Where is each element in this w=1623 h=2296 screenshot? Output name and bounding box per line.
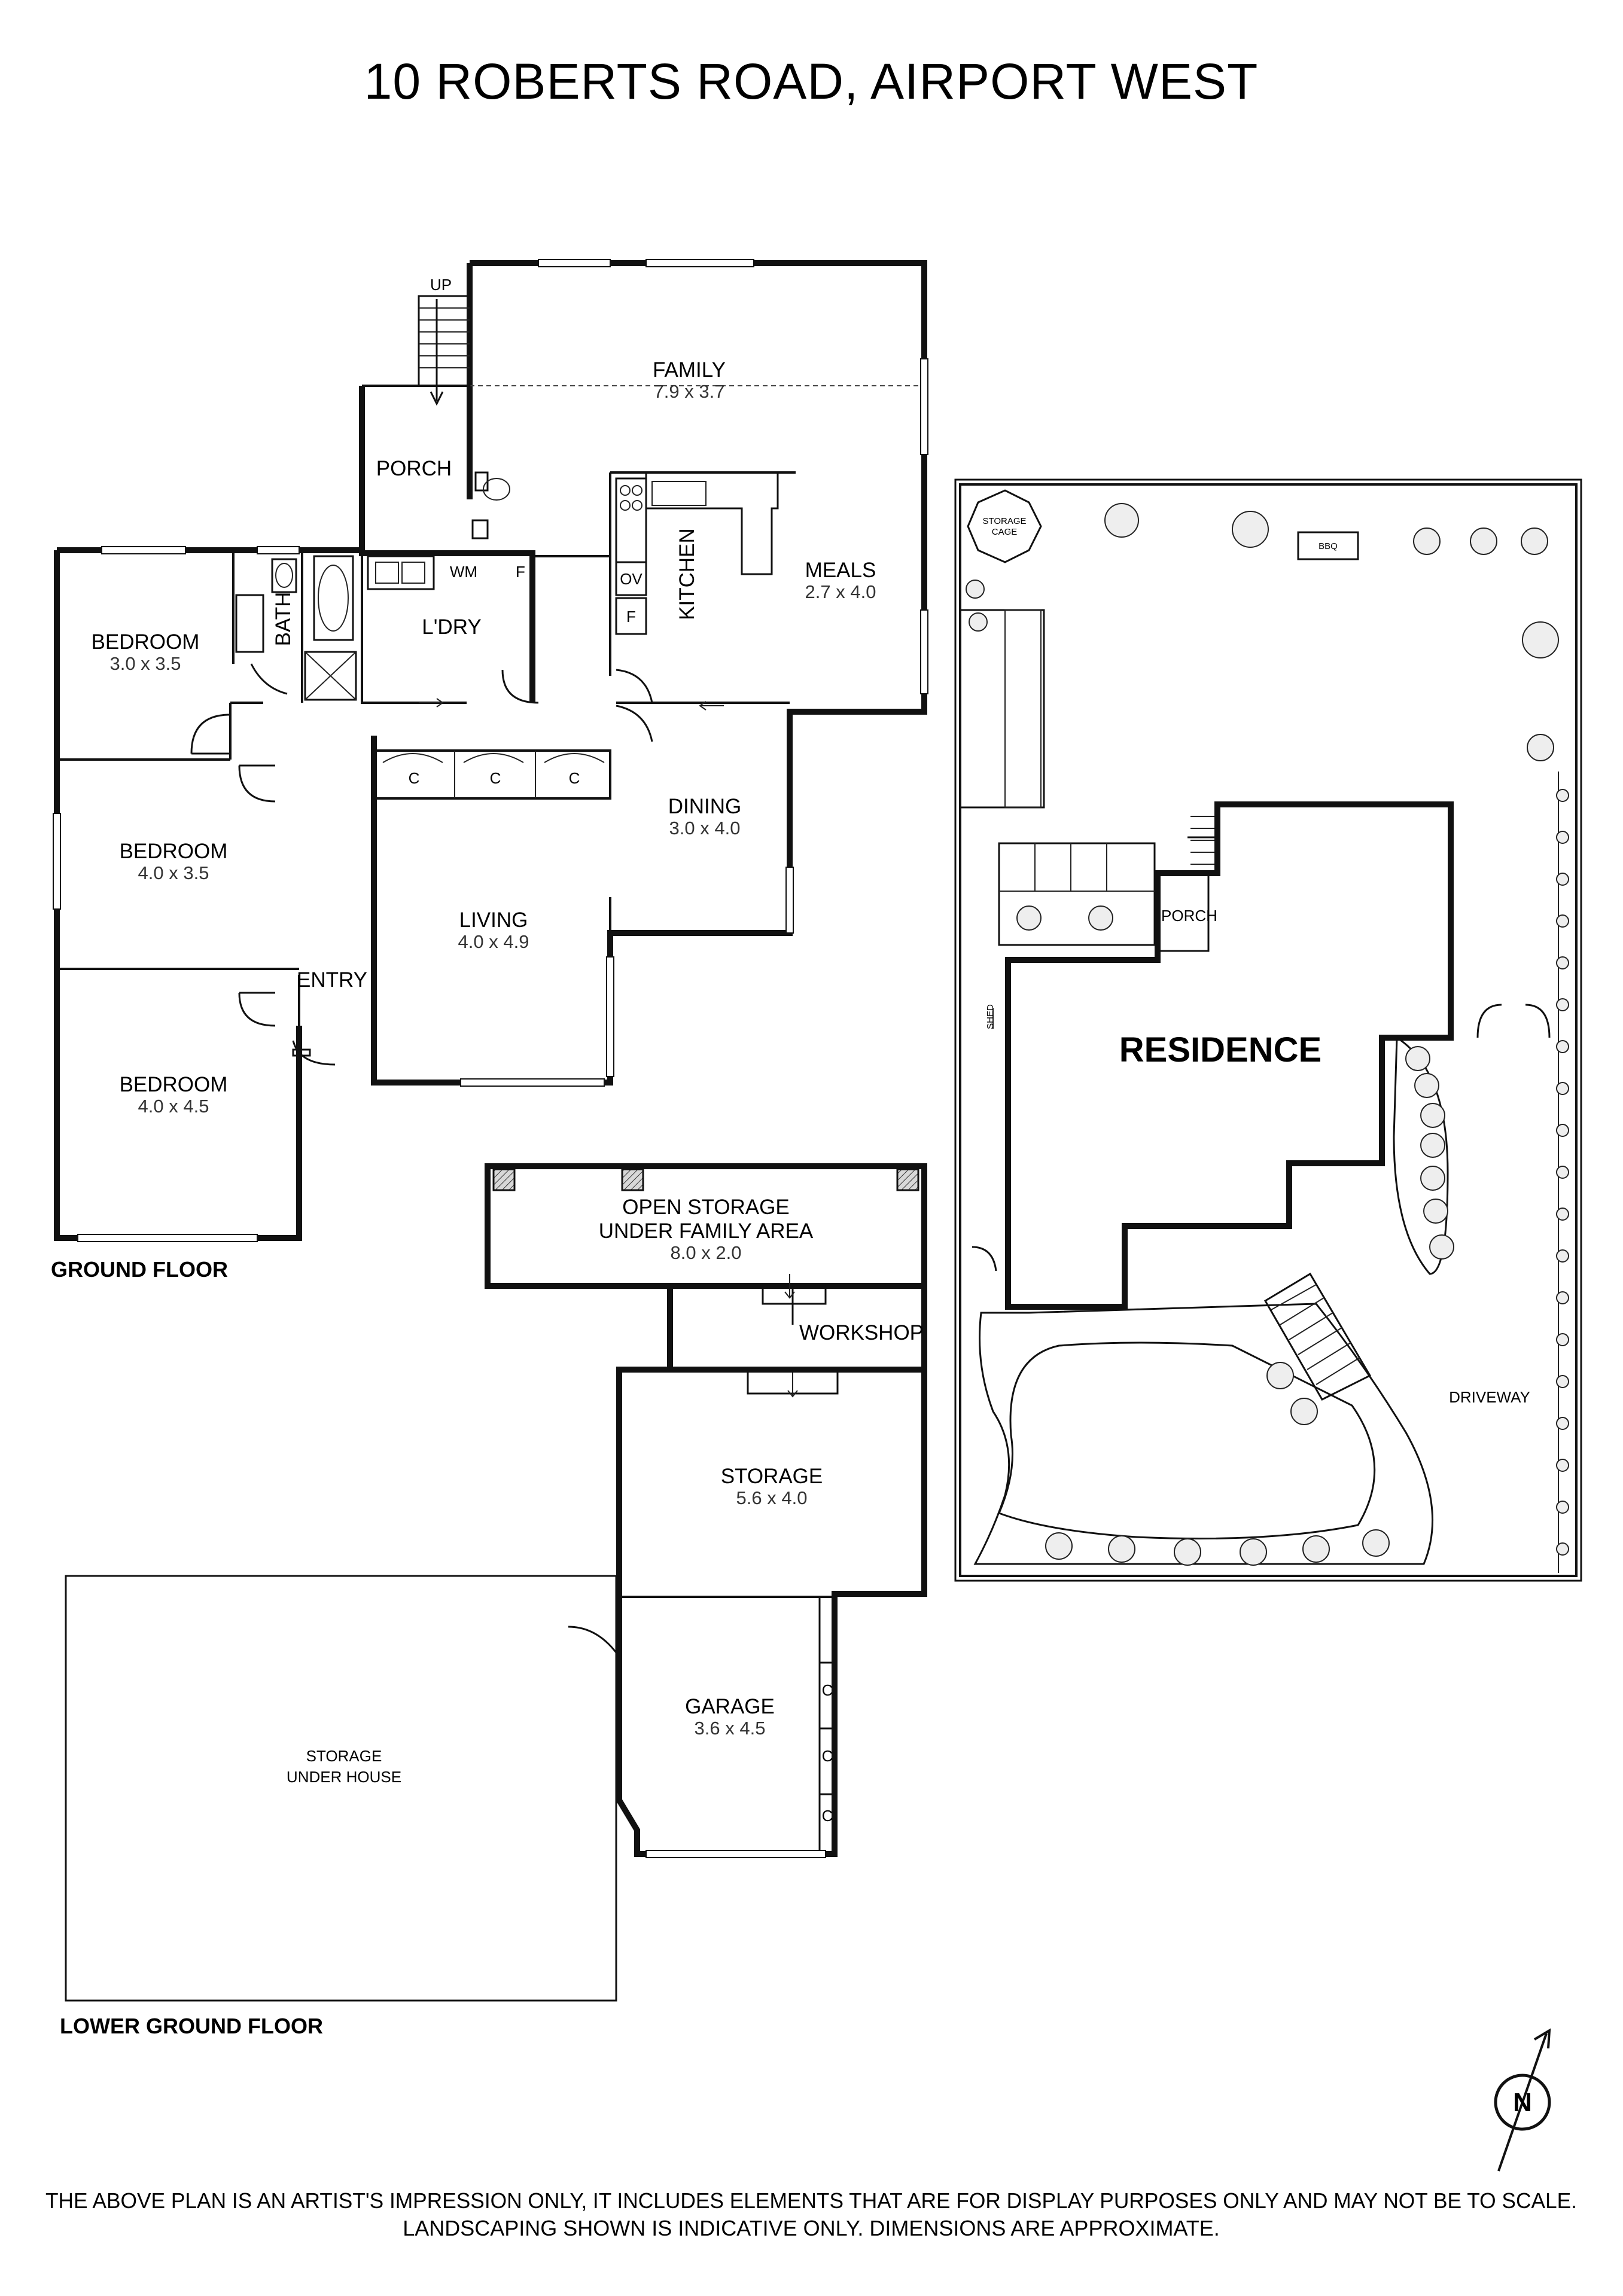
storage-cage-label-1: STORAGE [982, 516, 1026, 526]
closet-label-2: C [490, 769, 501, 787]
garage-closet-label-2: C [822, 1747, 833, 1765]
north-compass-icon [1494, 2028, 1551, 2172]
kitchen-label: KITCHEN [675, 528, 699, 620]
fridge-label-kitchen: F [626, 608, 636, 626]
bedroom3-label: BEDROOM [120, 1073, 228, 1096]
bedroom1-label: BEDROOM [92, 630, 200, 654]
storage-under-house-label-1: STORAGE [306, 1747, 382, 1765]
storage-label: STORAGE [721, 1465, 823, 1488]
closet-label-3: C [569, 769, 580, 787]
porch-label: PORCH [376, 457, 452, 480]
site-plan [954, 478, 1582, 1582]
storage-under-house-label-2: UNDER HOUSE [287, 1768, 401, 1786]
meals-label: MEALS [805, 559, 876, 582]
bedroom2-label: BEDROOM [120, 840, 228, 863]
dining-label: DINING [668, 795, 742, 818]
site-side-label: SHED [985, 1004, 995, 1029]
ground-floor-label: GROUND FLOOR [51, 1257, 228, 1282]
wm-label: WM [450, 563, 477, 581]
disclaimer-line-1: THE ABOVE PLAN IS AN ARTIST'S IMPRESSION… [45, 2188, 1577, 2213]
garage-closet-label-1: C [822, 1681, 833, 1699]
oven-label: OV [620, 570, 642, 588]
ground-floor-plan: UP [53, 259, 928, 1242]
meals-dims: 2.7 x 4.0 [805, 581, 876, 602]
compass-north-label: N [1513, 2088, 1532, 2117]
bath-label: BATH [272, 592, 295, 647]
bbq-label: BBQ [1319, 541, 1338, 551]
living-dims: 4.0 x 4.9 [458, 931, 529, 952]
garage-dims: 3.6 x 4.5 [695, 1718, 766, 1739]
open-storage-dims: 8.0 x 2.0 [671, 1242, 742, 1263]
storage-dims: 5.6 x 4.0 [736, 1487, 808, 1508]
residence-label: RESIDENCE [1119, 1030, 1321, 1069]
workshop-label: WORKSHOP [799, 1321, 924, 1344]
stair-up [418, 295, 471, 406]
entry-label: ENTRY [297, 968, 367, 992]
fridge-label-laundry: F [516, 563, 525, 581]
driveway-label: DRIVEWAY [1449, 1388, 1530, 1406]
closet-label-1: C [409, 769, 420, 787]
open-storage-label-1: OPEN STORAGE [622, 1196, 789, 1219]
site-porch-label: PORCH [1161, 907, 1217, 925]
family-dims: 7.9 x 3.7 [654, 381, 725, 402]
dining-dims: 3.0 x 4.0 [669, 818, 741, 838]
bedroom1-dims: 3.0 x 3.5 [110, 653, 181, 674]
garage-closet-label-3: C [822, 1807, 833, 1825]
laundry-label: L'DRY [422, 615, 481, 639]
open-storage-label-2: UNDER FAMILY AREA [599, 1219, 814, 1243]
family-label: FAMILY [653, 358, 726, 382]
disclaimer-line-2: LANDSCAPING SHOWN IS INDICATIVE ONLY. DI… [403, 2216, 1220, 2240]
storage-cage-label-2: CAGE [992, 527, 1018, 537]
living-label: LIVING [459, 908, 528, 932]
garage-label: GARAGE [685, 1695, 775, 1718]
lower-ground-floor-label: LOWER GROUND FLOOR [60, 2014, 323, 2038]
bedroom2-dims: 4.0 x 3.5 [138, 862, 209, 883]
plan-title: 10 ROBERTS ROAD, AIRPORT WEST [364, 53, 1259, 109]
lower-ground-floor-plan [65, 1163, 927, 2002]
bedroom3-dims: 4.0 x 4.5 [138, 1096, 209, 1117]
stair-up-label: UP [430, 276, 452, 294]
